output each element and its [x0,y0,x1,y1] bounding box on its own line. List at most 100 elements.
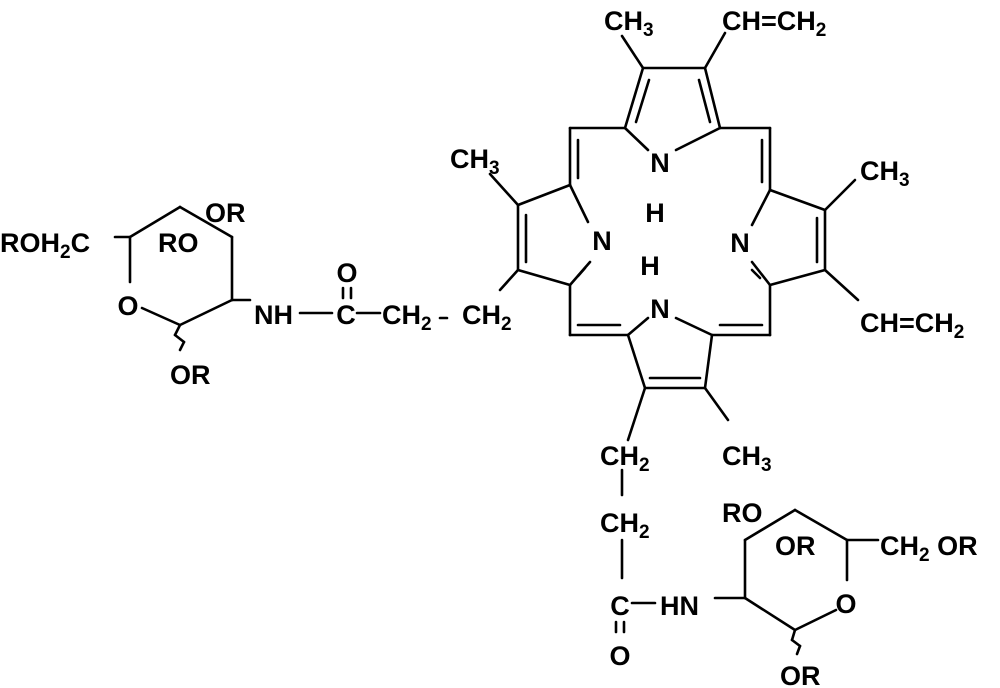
subscript: 2 [919,545,930,566]
bond-line [498,268,520,292]
subscript: 2 [816,20,827,41]
atom-label-ch3-left: CH3 [450,144,500,179]
bond-line [750,188,772,227]
bond-line [703,386,730,422]
atom-label-or-right: OR [775,531,816,561]
bond-line [750,268,762,280]
atom-label-vinyl-right: CH=CH2 [860,308,964,343]
label-text: CH=CH [722,6,816,36]
bond-line [743,596,797,632]
atom-label-n-bottom: N [650,294,670,324]
label-text: CH [450,144,489,174]
bond-line [795,644,802,656]
label-text: CH [880,531,919,561]
label-text: N [650,148,670,178]
label-text: H [640,251,660,281]
label-text: N [730,228,750,258]
bond-line [623,126,650,152]
bond-line [750,260,772,287]
atom-label-o-left: O [336,258,357,288]
atom-label-ch3-right: CH3 [860,156,910,191]
bond-line [178,205,234,239]
label-text: O [835,589,856,619]
atom-label-h-bottom: H [640,251,660,281]
atom-label-vinyl-top: CH=CH2 [722,6,826,41]
atom-label-roh2c: ROH2C [0,228,90,263]
bond-line [768,268,827,287]
label-text: OR [205,198,246,228]
label-text: CH [600,508,639,538]
label-text: RO [158,228,199,258]
atom-label-hn-bot: HN [660,591,699,621]
atom-label-or-left-bottom: OR [170,360,211,390]
label-text: O [336,258,357,288]
bond-line [743,508,797,542]
label-text: HN [660,591,699,621]
atom-label-nh-left: NH [254,300,293,330]
label-text: O [117,291,138,321]
label-text: OR [780,661,821,688]
bond-line [576,266,587,278]
label-text: O [609,641,630,671]
label-text: H [645,198,665,228]
bond-line [626,386,647,442]
subscript: 2 [501,314,512,335]
atom-label-ro-left: RO [158,228,199,258]
bond-line [793,508,849,542]
subscript: 2 [954,322,965,343]
atom-label-o-ring-right: O [835,589,856,619]
bond-line [128,205,182,239]
bond-line [140,306,182,327]
bond-line [823,268,860,302]
bond-line [623,66,645,130]
atom-label-ch2-bot-b: CH2 [600,508,650,543]
atom-label-or-right-bottom: OR [780,661,821,688]
label-text: C [336,300,356,330]
bond-line [703,66,722,130]
bond-line [620,34,645,70]
label-text: CH [600,441,639,471]
label-text: NH [254,300,293,330]
bond-line [488,172,520,207]
subscript: 3 [489,158,500,179]
bond-line [674,316,714,337]
atom-label-n-right: N [730,228,750,258]
atom-label-ch2-left-b: CH2 [462,300,512,335]
bond-line [516,268,572,287]
label-text: RO [722,498,763,528]
label-text: CH [382,300,421,330]
label-text: C [71,228,91,258]
subscript: 2 [639,455,650,476]
bond-line [634,78,651,124]
bond-line [178,298,234,327]
atom-label-c-left: C [336,300,356,330]
bond-line [173,333,186,344]
subscript: 3 [643,20,654,41]
atom-label-ch3-top: CH3 [604,6,654,41]
bond-line [790,638,802,648]
label-text: OR [775,531,816,561]
label-text: N [650,294,670,324]
label-text: OR [930,531,978,561]
bond-line [793,608,838,632]
bond-line [703,31,727,70]
subscript: 3 [899,170,910,191]
label-text: ROH [0,228,60,258]
bond-line [823,178,857,212]
atom-label-c-bot: C [610,591,630,621]
bond-line [697,78,712,124]
bond-line [626,316,650,337]
bond-line [768,188,827,212]
bond-line [568,183,590,224]
bond-line [703,333,714,390]
subscript: 2 [421,314,432,335]
atom-label-ch2or: CH2 OR [880,531,978,566]
subscript: 3 [761,455,772,476]
subscript: 2 [639,522,650,543]
label-text: CH [604,6,643,36]
atom-label-o-ring-left: O [117,291,138,321]
atom-label-ch2-bot-a: CH2 [600,441,650,476]
atom-label-n-top: N [650,148,670,178]
